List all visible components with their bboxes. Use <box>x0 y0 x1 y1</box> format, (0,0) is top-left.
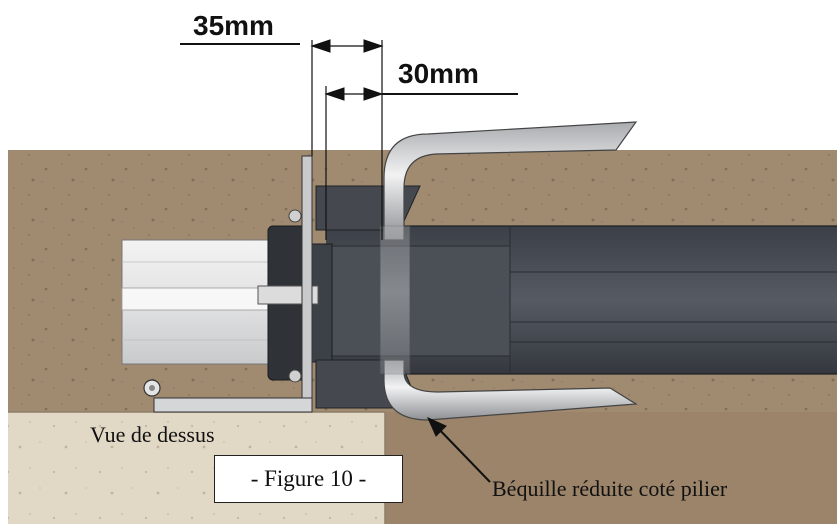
figure-caption: - Figure 10 - <box>214 455 403 503</box>
dimension-35mm: 35mm <box>193 10 274 41</box>
kickstand-label: Béquille réduite coté pilier <box>492 476 728 501</box>
figure-caption-text: - Figure 10 - <box>250 466 367 491</box>
gate-beam <box>326 225 837 375</box>
mounting-bracket <box>143 155 313 413</box>
motor-cylinder <box>121 239 273 365</box>
dimension-30mm: 30mm <box>398 58 479 89</box>
pillar <box>8 411 386 524</box>
kickstand <box>379 121 638 421</box>
view-label: Vue de dessus <box>90 422 215 447</box>
kickstand-pointer-arrow <box>427 417 491 483</box>
dimension-lines <box>180 39 518 240</box>
